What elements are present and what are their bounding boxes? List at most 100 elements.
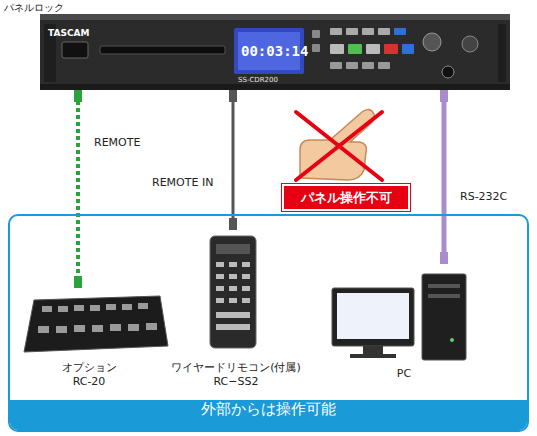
recorder-body-part bbox=[362, 62, 374, 69]
wired-remote-part-part bbox=[216, 312, 250, 318]
rc20-controller-part-part bbox=[56, 326, 67, 333]
pc-computer-part bbox=[422, 274, 466, 360]
wired-remote-part-part bbox=[242, 262, 250, 267]
external-region-text: 外部からは操作可能 bbox=[10, 400, 527, 430]
recorder-body-part bbox=[423, 33, 441, 51]
pc-device: PC bbox=[326, 264, 482, 392]
wired-remote-part-part bbox=[216, 262, 224, 267]
pc-computer-part bbox=[350, 354, 396, 358]
rc20-controller-part-part bbox=[106, 304, 116, 310]
prohibited-hand-part bbox=[296, 112, 382, 180]
cable-connector bbox=[74, 90, 82, 288]
cable-plug bbox=[229, 90, 237, 102]
recorder-body-part bbox=[330, 44, 344, 54]
page-title: パネルロック bbox=[4, 1, 64, 15]
rc20-controller-part bbox=[38, 303, 157, 333]
rc20-controller-part-part bbox=[38, 326, 49, 333]
pc-device-text: PC bbox=[326, 367, 482, 380]
recorder-body-part bbox=[442, 66, 454, 78]
wired-remote-part-part bbox=[216, 324, 250, 330]
recorder-body-part bbox=[40, 14, 510, 20]
rc20-controller-part-part bbox=[92, 325, 103, 332]
recorder-body-part bbox=[348, 44, 362, 54]
rc20-controller-part-part bbox=[58, 306, 68, 312]
recorder-body-part bbox=[330, 62, 342, 69]
cable-label: REMOTE IN bbox=[150, 176, 215, 189]
pc-computer-part bbox=[363, 346, 383, 354]
remote-device-text: ワイヤードリモコン(付属) RC−SS2 bbox=[166, 360, 306, 388]
recorder-body-part bbox=[462, 36, 478, 52]
wired-remote-part-part bbox=[242, 274, 250, 279]
cable-line bbox=[442, 98, 447, 256]
recorder-body-part bbox=[378, 28, 390, 35]
external-region: 外部からは操作可能 オプション RC-20 ワイヤードリモコン(付属) RC−SS2… bbox=[8, 214, 529, 432]
remote-device: ワイヤードリモコン(付属) RC−SS2 bbox=[164, 230, 308, 392]
display-time: 00:03:14 bbox=[241, 43, 308, 59]
cable-line bbox=[76, 98, 80, 280]
recorder-body-part bbox=[100, 46, 225, 54]
prohibited-hand-part bbox=[296, 112, 382, 180]
rc20-controller-part-part bbox=[74, 305, 84, 311]
wired-remote-part bbox=[216, 244, 250, 254]
recorder-body-part bbox=[346, 62, 358, 69]
cable-line bbox=[232, 98, 235, 222]
recorder-body-part bbox=[346, 28, 358, 35]
pc-computer-part bbox=[337, 293, 409, 339]
pc-computer-part bbox=[332, 288, 414, 346]
cable-plug bbox=[440, 252, 448, 264]
recorder-body-part bbox=[498, 24, 506, 82]
pc-computer-part bbox=[428, 294, 460, 298]
cable-plug bbox=[74, 90, 82, 102]
wired-remote-part-part bbox=[229, 262, 237, 267]
wired-remote-part-part bbox=[216, 298, 224, 303]
wired-remote-part bbox=[216, 262, 250, 330]
recorder-body-part bbox=[394, 28, 406, 35]
cable-connector bbox=[229, 90, 237, 230]
cable-plug bbox=[74, 276, 82, 288]
rc20-device-text: オプション RC-20 bbox=[52, 360, 126, 388]
recorder-body bbox=[40, 14, 510, 90]
recorder-body-part bbox=[312, 30, 320, 38]
recorder-body-part bbox=[362, 28, 374, 35]
rc20-device: オプション RC-20 bbox=[20, 288, 174, 392]
recorder-body-part bbox=[40, 14, 510, 90]
recorder-body-part bbox=[366, 44, 380, 54]
rc20-controller-part-part bbox=[122, 304, 132, 310]
cable-label: RS-232C bbox=[458, 190, 509, 203]
cable-plug bbox=[229, 218, 237, 230]
cable-plug bbox=[440, 90, 448, 102]
wired-remote bbox=[210, 236, 256, 348]
warning-box: パネル操作不可 bbox=[282, 184, 410, 211]
prohibited-hand bbox=[296, 109, 382, 180]
wired-remote-part bbox=[210, 236, 256, 348]
recorder-body-part bbox=[40, 84, 510, 90]
recorder-body-part bbox=[402, 44, 414, 54]
wired-remote-part-part bbox=[216, 274, 224, 279]
pc-computer-part bbox=[428, 284, 460, 288]
rc20-controller-part-part bbox=[138, 303, 148, 309]
wired-remote-part-part bbox=[229, 286, 237, 291]
wired-remote-part-part bbox=[216, 286, 224, 291]
wired-remote-part-part bbox=[242, 286, 250, 291]
rc20-controller-part-part bbox=[42, 306, 52, 312]
cable-connector bbox=[440, 90, 448, 264]
wired-remote-part-part bbox=[229, 274, 237, 279]
pc-computer bbox=[332, 274, 466, 360]
wired-remote-part-part bbox=[229, 298, 237, 303]
recorder-body-part bbox=[384, 44, 398, 54]
recorder-unit-text: SS-CDR200 bbox=[238, 76, 278, 84]
recorder-body-part bbox=[312, 44, 320, 52]
rc20-controller-part-part bbox=[90, 305, 100, 311]
rc20-controller-part bbox=[24, 296, 168, 352]
recorder-unit-text: TASCAM bbox=[48, 28, 89, 38]
rc20-controller-part-part bbox=[110, 324, 121, 331]
warning-box-text: パネル操作不可 bbox=[284, 189, 408, 207]
recorder-body-part bbox=[330, 28, 342, 35]
rc20-controller bbox=[24, 296, 168, 352]
cable-label: REMOTE bbox=[92, 136, 142, 149]
rc20-controller-part-part bbox=[146, 323, 157, 330]
recorder-body-part bbox=[62, 42, 88, 58]
rc20-controller-part-part bbox=[74, 325, 85, 332]
rc20-controller-part-part bbox=[128, 324, 139, 331]
wired-remote-part-part bbox=[242, 298, 250, 303]
